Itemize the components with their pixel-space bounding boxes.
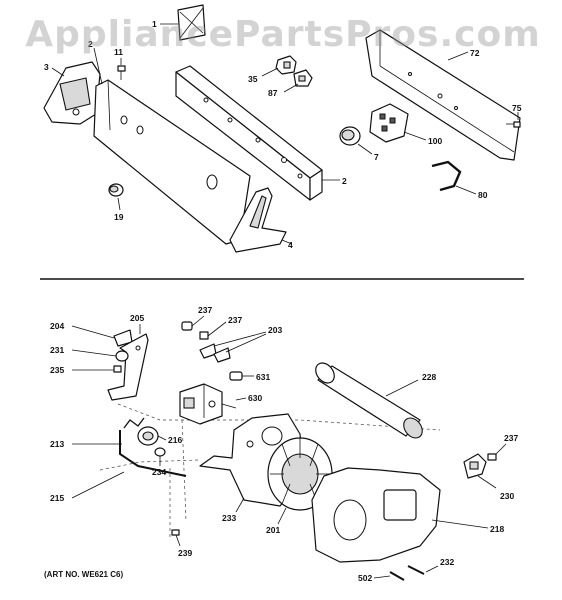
part-631-sensor[interactable]	[229, 371, 254, 381]
part-203-clips[interactable]	[199, 331, 267, 363]
part-80-wire-bracket[interactable]	[431, 160, 477, 195]
callout-218: 218	[490, 524, 504, 534]
callout-239: 239	[178, 548, 192, 558]
screw-232[interactable]	[407, 565, 439, 575]
part-216-idler-pulley[interactable]	[137, 426, 167, 446]
callout-231: 231	[50, 345, 64, 355]
callout-213: 213	[50, 439, 64, 449]
part-7-cap[interactable]	[339, 126, 373, 155]
callout-237-upper: 237	[198, 305, 212, 315]
screw-239[interactable]	[171, 529, 181, 547]
callout-100: 100	[428, 136, 442, 146]
callout-203: 203	[268, 325, 282, 335]
callout-502: 502	[358, 573, 372, 583]
screw-75[interactable]	[506, 112, 521, 128]
part-100-terminal-block[interactable]	[369, 103, 427, 143]
art-number: (ART NO. WE621 C6)	[44, 570, 124, 579]
callout-234: 234	[152, 467, 166, 477]
screw-237-right[interactable]	[487, 443, 507, 461]
screw-11[interactable]	[117, 58, 126, 80]
callout-215: 215	[50, 493, 64, 503]
callout-630: 630	[248, 393, 262, 403]
part-230-thermistor[interactable]	[463, 453, 497, 489]
part-204-clamp[interactable]	[71, 325, 133, 347]
callout-80: 80	[478, 190, 488, 200]
callout-216: 216	[168, 435, 182, 445]
callout-232: 232	[440, 557, 454, 567]
callout-228: 228	[422, 372, 436, 382]
part-4-end-bracket[interactable]	[229, 187, 293, 253]
part-213-belt-idler-arm[interactable]	[72, 430, 187, 477]
callout-19: 19	[114, 212, 124, 222]
callout-235: 235	[50, 365, 64, 375]
part-19-knob[interactable]	[108, 183, 124, 211]
callout-237-middle: 237	[228, 315, 242, 325]
screw-502[interactable]	[373, 571, 405, 581]
part-228-duct-tube[interactable]	[312, 359, 426, 441]
part-630-drive-motor[interactable]	[179, 383, 247, 425]
part-3-end-cap[interactable]	[43, 61, 101, 125]
part-234-washer[interactable]	[154, 447, 166, 466]
part-215-spring[interactable]	[71, 417, 145, 499]
callout-237-right: 237	[504, 433, 518, 443]
callout-75: 75	[512, 103, 522, 113]
screw-237-middle[interactable]	[199, 321, 227, 340]
callout-72: 72	[470, 48, 480, 58]
screw-237-upper[interactable]	[181, 315, 205, 331]
callout-204: 204	[50, 321, 64, 331]
callout-2-lower: 2	[342, 176, 347, 186]
callout-7: 7	[374, 152, 379, 162]
callout-4: 4	[288, 240, 293, 250]
part-2-control-rail[interactable]	[175, 65, 340, 201]
callout-35: 35	[248, 74, 258, 84]
callout-11: 11	[114, 47, 123, 57]
callout-87: 87	[268, 88, 278, 98]
part-231-clip[interactable]	[71, 349, 129, 362]
callout-3: 3	[44, 62, 49, 72]
callout-1: 1	[152, 19, 157, 29]
assembly-outline	[99, 403, 441, 540]
part-87-clip[interactable]	[283, 69, 313, 93]
callout-201: 201	[266, 525, 280, 535]
screw-235[interactable]	[72, 365, 122, 373]
part-218-blower-front[interactable]	[311, 467, 489, 563]
part-1-wiring-diagram[interactable]	[160, 4, 206, 41]
part-2-backsplash-panel[interactable]	[93, 47, 251, 245]
callout-230: 230	[500, 491, 514, 501]
callout-labels: 1 2 3 11 35 87 72 75 7 100 80 2 19 4 204…	[44, 19, 522, 583]
part-205-mount-plate[interactable]	[107, 324, 149, 401]
callout-205: 205	[130, 313, 144, 323]
part-72-rear-panel[interactable]	[365, 29, 521, 161]
callout-631: 631	[256, 372, 270, 382]
callout-2-upper: 2	[88, 39, 93, 49]
part-35-clip[interactable]	[261, 55, 297, 77]
callout-233: 233	[222, 513, 236, 523]
